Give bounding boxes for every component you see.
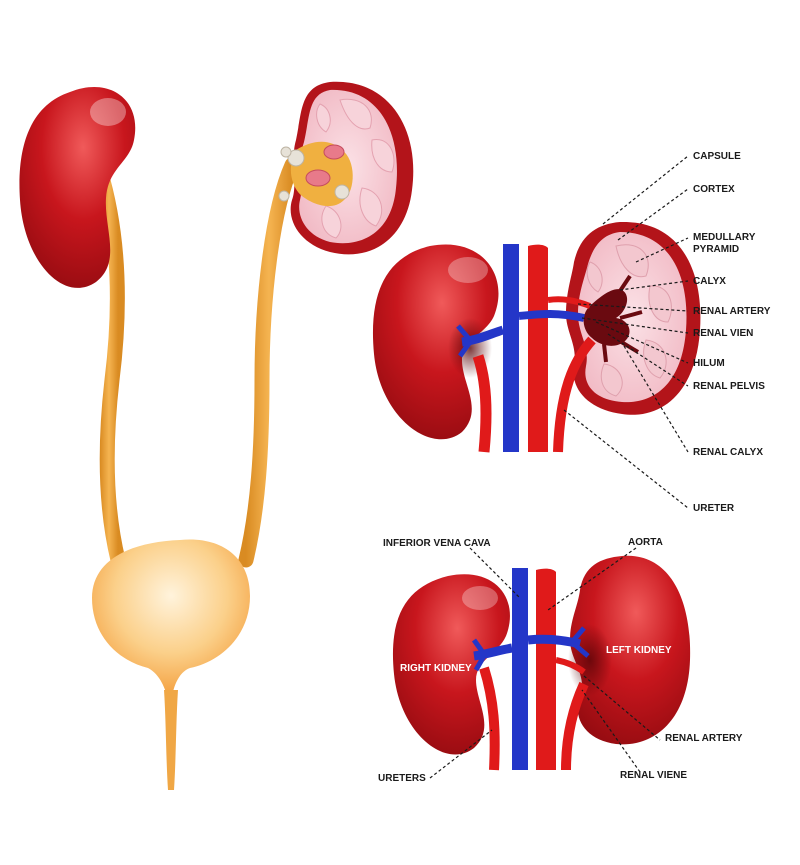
- upper-right-kidney-highlight: [448, 257, 488, 283]
- left-whole-kidney: [19, 86, 136, 288]
- label-ureters: URETERS: [378, 773, 426, 784]
- left-kidney-highlight: [90, 98, 126, 126]
- label-cortex: CORTEX: [693, 184, 735, 195]
- label-pyramid: PYRAMID: [693, 244, 739, 255]
- upper-right-vein-branches: [456, 324, 473, 358]
- label-left-kidney: LEFT KIDNEY: [606, 645, 672, 656]
- section-calyx-2: [305, 169, 331, 187]
- label-aorta: AORTA: [628, 537, 663, 548]
- upper-right-renal-vein: [461, 325, 505, 347]
- upper-right-kidney: [372, 244, 499, 440]
- cross-section-group: CAPSULE CORTEX MEDULLARY PYRAMID CALYX R…: [372, 151, 771, 514]
- kidney-stones: [278, 146, 350, 202]
- label-renal-artery: RENAL ARTERY: [693, 306, 771, 317]
- lower-aorta: [536, 568, 556, 770]
- lower-right-kidney-highlight: [462, 586, 498, 610]
- right-ureter-tube: [238, 157, 300, 568]
- label-right-kidney: RIGHT KIDNEY: [400, 663, 472, 674]
- upper-vena-cava: [503, 244, 519, 452]
- cross-section-leader-lines: [563, 155, 689, 509]
- lower-left-vein-branches: [570, 626, 590, 658]
- upper-aorta: [528, 244, 548, 452]
- label-medullary: MEDULLARY: [693, 232, 756, 243]
- front-view-leader-lines: [429, 547, 661, 779]
- upper-left-ureter: [553, 336, 596, 453]
- label-renal-artery-front: RENAL ARTERY: [665, 733, 743, 744]
- label-hilum: HILUM: [693, 358, 725, 369]
- upper-calyx-branches: [602, 274, 643, 363]
- lower-left-kidney: [570, 555, 691, 745]
- label-renal-calyx: RENAL CALYX: [693, 447, 763, 458]
- section-pyramids: [316, 98, 395, 239]
- lower-right-vein-branches: [471, 638, 487, 672]
- urethra: [164, 690, 178, 790]
- label-renal-pelvis: RENAL PELVIS: [693, 381, 765, 392]
- lower-right-ureter: [479, 666, 500, 771]
- left-ureter-tube: [92, 162, 126, 568]
- label-calyx: CALYX: [693, 276, 726, 287]
- label-renal-vien: RENAL VIEN: [693, 328, 753, 339]
- section-calyx-1: [323, 144, 345, 160]
- lower-left-kidney-shade: [568, 624, 612, 696]
- lower-left-ureter: [561, 681, 589, 771]
- upper-right-ureter: [472, 354, 492, 453]
- lower-left-renal-artery: [555, 657, 586, 675]
- label-capsule: CAPSULE: [693, 151, 741, 162]
- lower-right-kidney: [392, 574, 510, 755]
- lower-right-renal-vein: [473, 643, 513, 661]
- bladder: [92, 539, 250, 700]
- label-renal-viene: RENAL VIENE: [620, 770, 687, 781]
- upper-left-renal-vein: [518, 310, 585, 322]
- urinary-tract-group: [19, 81, 414, 790]
- label-ureter: URETER: [693, 503, 735, 514]
- upper-left-kidney-pyramids: [586, 244, 672, 397]
- label-inferior-vena-cava: INFERIOR VENA CAVA: [383, 538, 491, 549]
- lower-vena-cava: [512, 568, 528, 770]
- front-view-group: INFERIOR VENA CAVA AORTA RIGHT KIDNEY LE…: [378, 537, 743, 784]
